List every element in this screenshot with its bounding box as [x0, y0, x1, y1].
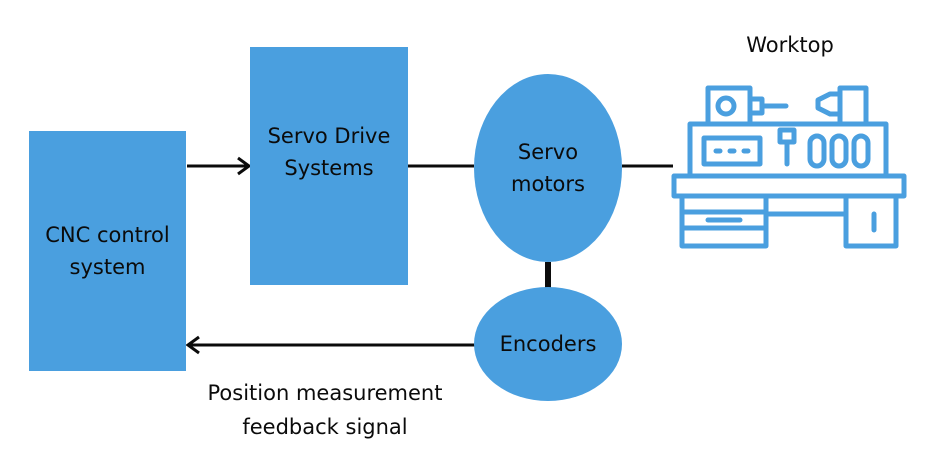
cnc-label-line1: CNC control: [45, 223, 170, 247]
arrow-encoders-to-cnc: [185, 335, 475, 355]
servo-motors-node: Servo motors: [474, 74, 622, 262]
arrow-cnc-to-drive: [187, 156, 252, 176]
machine-tool-icon: [671, 85, 907, 249]
feedback-signal-caption: Position measurement feedback signal: [180, 376, 470, 444]
worktop-title: Worktop: [746, 33, 834, 57]
motors-label-line1: Servo: [517, 140, 579, 164]
cnc-label-line2: system: [69, 255, 146, 279]
encoders-node: Encoders: [474, 287, 622, 401]
drive-label-line2: Systems: [284, 156, 374, 180]
feedback-caption-line2: feedback signal: [242, 415, 408, 439]
feedback-caption-line1: Position measurement: [207, 381, 443, 405]
drive-label-line1: Servo Drive: [267, 124, 391, 148]
motors-label-line2: motors: [511, 172, 585, 196]
encoders-label: Encoders: [499, 332, 597, 356]
cnc-control-system-node: CNC control system: [29, 131, 186, 371]
servo-drive-node: Servo Drive Systems: [250, 47, 408, 285]
